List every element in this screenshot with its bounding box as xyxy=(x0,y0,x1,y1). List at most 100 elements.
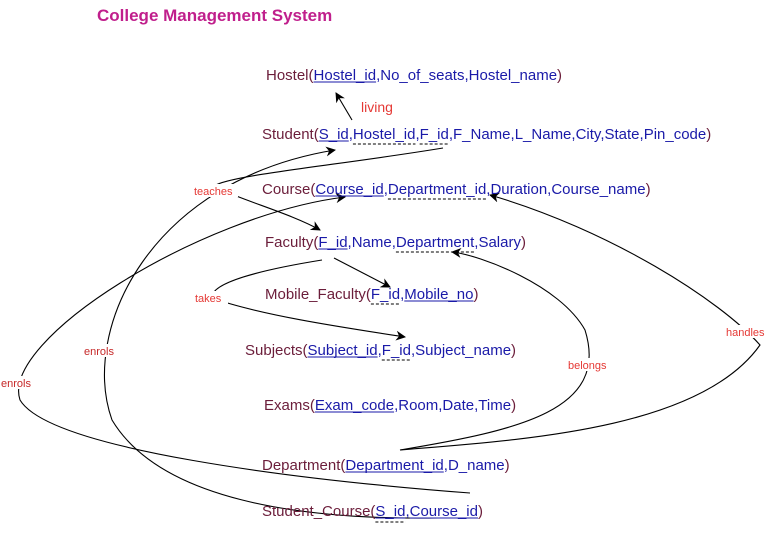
relation-text: Hostel(Hostel_id,No_of_seats,Hostel_name… xyxy=(266,67,562,84)
attribute-subject-id: Subject_id xyxy=(308,342,378,359)
paren-open: ( xyxy=(366,286,371,303)
relation-department: Department(Department_id,D_name) xyxy=(262,457,510,474)
relation-text: Exams(Exam_code,Room,Date,Time) xyxy=(264,397,516,414)
attribute-d-name: D_name xyxy=(448,457,505,474)
attribute-mobile-no: Mobile_no xyxy=(404,286,473,303)
label-teaches: teaches xyxy=(194,186,233,198)
comma: , xyxy=(376,67,380,84)
attribute-hostel-id: Hostel_id xyxy=(353,126,416,143)
label-handles: handles xyxy=(726,327,765,339)
paren-open: ( xyxy=(303,342,308,359)
comma: , xyxy=(511,126,515,143)
attribute-subject-name: Subject_name xyxy=(415,342,511,359)
comma: , xyxy=(640,126,644,143)
attribute-exam-code: Exam_code xyxy=(315,397,394,414)
relation-name: Department xyxy=(262,457,341,474)
paren-close: ) xyxy=(557,67,562,84)
relation-text: Department(Department_id,D_name) xyxy=(262,457,510,474)
comma: , xyxy=(392,234,396,251)
attribute-date: Date xyxy=(442,397,474,414)
comma: , xyxy=(571,126,575,143)
relation-faculty: Faculty(F_id,Name,Department,Salary) xyxy=(265,234,526,253)
comma: , xyxy=(438,397,442,414)
comma: , xyxy=(349,126,353,143)
paren-close: ) xyxy=(478,503,483,520)
attribute-pin-code: Pin_code xyxy=(644,126,707,143)
edge-enrols-outer xyxy=(18,193,471,494)
relation-exams: Exams(Exam_code,Room,Date,Time) xyxy=(264,397,516,414)
relation-name: Student_Course xyxy=(262,503,370,520)
comma: , xyxy=(400,286,404,303)
attribute-l-name: L_Name xyxy=(515,126,572,143)
comma: , xyxy=(405,503,409,520)
relation-name: Faculty xyxy=(265,234,314,251)
comma: , xyxy=(394,397,398,414)
diagram-title: College Management System xyxy=(97,6,332,25)
attribute-f-id: F_id xyxy=(318,234,347,251)
attribute-hostel-id: Hostel_id xyxy=(314,67,377,84)
attribute-salary: Salary xyxy=(478,234,521,251)
relation-name: Hostel xyxy=(266,67,309,84)
paren-close: ) xyxy=(521,234,526,251)
attribute-s-id: S_id xyxy=(375,503,405,520)
attribute-no-of-seats: No_of_seats xyxy=(380,67,464,84)
attribute-course-id: Course_id xyxy=(410,503,478,520)
paren-open: ( xyxy=(340,457,345,474)
comma: , xyxy=(444,457,448,474)
comma: , xyxy=(600,126,604,143)
label-takes: takes xyxy=(195,293,222,305)
paren-open: ( xyxy=(370,503,375,520)
attribute-duration: Duration xyxy=(490,181,547,198)
attribute-room: Room xyxy=(398,397,438,414)
attribute-department-id: Department_id xyxy=(345,457,443,474)
relation-text: Student(S_id,Hostel_id,F_id,F_Name,L_Nam… xyxy=(262,126,711,143)
paren-close: ) xyxy=(505,457,510,474)
edge-enrols-inner xyxy=(104,146,439,519)
edge-living xyxy=(335,92,353,121)
paren-close: ) xyxy=(511,342,516,359)
attribute-f-id: F_id xyxy=(371,286,400,303)
comma: , xyxy=(474,234,478,251)
comma: , xyxy=(411,342,415,359)
paren-open: ( xyxy=(310,181,315,198)
relation-hostel: Hostel(Hostel_id,No_of_seats,Hostel_name… xyxy=(266,67,562,84)
comma: , xyxy=(547,181,551,198)
relation-name: Student xyxy=(262,126,315,143)
paren-open: ( xyxy=(310,397,315,414)
edge-handles xyxy=(399,192,761,451)
comma: , xyxy=(378,342,382,359)
comma: , xyxy=(474,397,478,414)
paren-open: ( xyxy=(313,234,318,251)
attribute-f-id: F_id xyxy=(420,126,449,143)
paren-open: ( xyxy=(309,67,314,84)
relations: Hostel(Hostel_id,No_of_seats,Hostel_name… xyxy=(245,67,711,523)
relation-text: Course(Course_id,Department_id,Duration,… xyxy=(262,181,651,198)
attribute-f-name: F_Name xyxy=(453,126,511,143)
edge-teaches xyxy=(212,147,444,231)
attribute-course-id: Course_id xyxy=(315,181,383,198)
relation-course: Course(Course_id,Department_id,Duration,… xyxy=(262,181,651,200)
attribute-s-id: S_id xyxy=(319,126,349,143)
edge-faculty-mobile xyxy=(333,257,391,288)
label-enrols-inner: enrols xyxy=(84,346,114,358)
comma: , xyxy=(486,181,490,198)
edges xyxy=(18,92,761,519)
paren-close: ) xyxy=(473,286,478,303)
relation-mobile-faculty: Mobile_Faculty(F_id,Mobile_no) xyxy=(265,286,478,305)
relation-name: Exams xyxy=(264,397,310,414)
relation-name: Subjects xyxy=(245,342,303,359)
comma: , xyxy=(464,67,468,84)
comma: , xyxy=(449,126,453,143)
paren-close: ) xyxy=(646,181,651,198)
label-belongs: belongs xyxy=(568,360,607,372)
attribute-state: State xyxy=(604,126,639,143)
comma: , xyxy=(348,234,352,251)
relation-student: Student(S_id,Hostel_id,F_id,F_Name,L_Nam… xyxy=(262,126,711,145)
attribute-course-name: Course_name xyxy=(551,181,645,198)
paren-open: ( xyxy=(314,126,319,143)
attribute-city: City xyxy=(576,126,602,143)
edge-belongs xyxy=(399,247,590,451)
relation-subjects: Subjects(Subject_id,F_id,Subject_name) xyxy=(245,342,516,361)
attribute-hostel-name: Hostel_name xyxy=(469,67,557,84)
